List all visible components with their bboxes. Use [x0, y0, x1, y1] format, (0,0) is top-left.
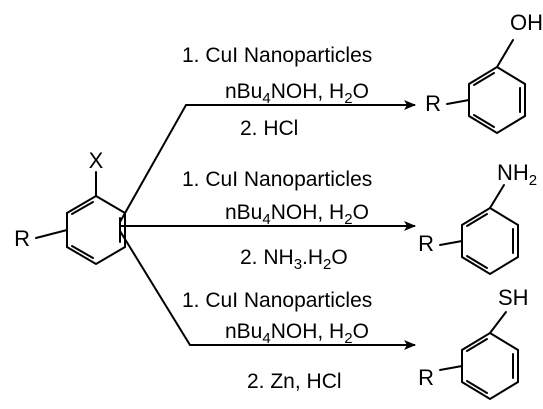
route-2-reagents: nBu4NOH, H2O — [225, 201, 369, 228]
route-1-reagents: nBu4NOH, H2O — [225, 80, 369, 107]
route-3-conditions: 1. CuI Nanoparticles nBu4NOH, H2O 2. Zn,… — [182, 289, 372, 393]
product-thiophenol: SH R — [418, 285, 529, 401]
route-1-step-1: 1. CuI Nanoparticles — [182, 44, 372, 67]
r-bond — [35, 229, 68, 239]
thiophenol-r-label: R — [418, 365, 434, 390]
phenol-oh-label: OH — [510, 10, 543, 35]
benzene-ring — [66, 194, 126, 266]
aniline-nh2-label: NH2 — [497, 160, 537, 189]
aniline-r-label: R — [418, 231, 434, 256]
arrow-to-phenol — [119, 100, 416, 223]
substituent-label: R — [14, 226, 30, 251]
route-2-step-2: 2. NH3.H2O — [240, 246, 348, 273]
route-3-reagents: nBu4NOH, H2O — [225, 320, 369, 347]
route-1-step-2: 2. HCl — [240, 117, 298, 140]
phenol-r-label: R — [425, 91, 441, 116]
route-2-step-1: 1. CuI Nanoparticles — [182, 168, 372, 191]
product-phenol: OH R — [425, 10, 543, 135]
product-aniline: NH2 R — [418, 160, 537, 276]
reactant-molecule: X R — [14, 148, 126, 266]
arrow-to-thiophenol — [119, 230, 416, 350]
route-3-step-2: 2. Zn, HCl — [247, 370, 342, 393]
route-3-step-1: 1. CuI Nanoparticles — [182, 289, 372, 312]
route-1-conditions: 1. CuI Nanoparticles nBu4NOH, H2O 2. HCl — [182, 44, 372, 140]
leaving-group-label: X — [89, 148, 104, 173]
thiophenol-sh-label: SH — [498, 285, 529, 310]
route-2-conditions: 1. CuI Nanoparticles nBu4NOH, H2O 2. NH3… — [182, 168, 372, 273]
reaction-arrows — [119, 100, 416, 350]
